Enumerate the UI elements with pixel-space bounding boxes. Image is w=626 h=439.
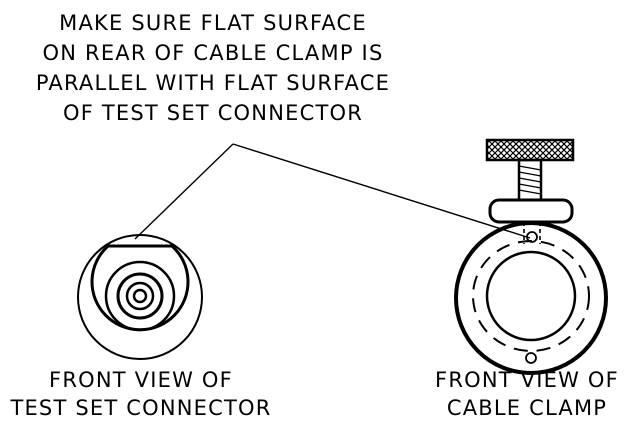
leader-line-left: [134, 143, 234, 240]
callout-line-4: OF TEST SET CONNECTOR: [62, 101, 363, 125]
caption-cable-clamp: FRONT VIEW OF CABLE CLAMP: [428, 366, 626, 422]
caption-right-line-1: FRONT VIEW OF: [435, 368, 619, 392]
connector-inner-ring-3: [125, 281, 155, 311]
clamp-body-outer: [454, 221, 608, 375]
clamp-top-screw-hole: [526, 231, 538, 243]
connector-center-pin: [132, 288, 148, 304]
caption-right-line-2: CABLE CLAMP: [446, 396, 608, 420]
callout-line-3: PARALLEL WITH FLAT SURFACE: [35, 71, 391, 95]
callout-note: MAKE SURE FLAT SURFACE ON REAR OF CABLE …: [13, 8, 413, 128]
caption-left-line-2: TEST SET CONNECTOR: [10, 396, 272, 420]
clamp-top-block: [488, 198, 574, 224]
connector-inner-ring-1: [104, 260, 176, 332]
caption-left-line-1: FRONT VIEW OF: [49, 368, 233, 392]
callout-line-1: MAKE SURE FLAT SURFACE: [59, 11, 367, 35]
clamp-top-screw-dashes: [523, 222, 541, 244]
leader-line-right: [232, 143, 531, 239]
caption-test-set-connector: FRONT VIEW OF TEST SET CONNECTOR: [0, 366, 282, 422]
test-set-connector: [77, 234, 203, 360]
clamp-screw-threads: [518, 165, 542, 195]
connector-inner-ring-2: [116, 272, 164, 320]
connector-outer-ring: [77, 234, 203, 360]
leader-lines: [134, 143, 531, 240]
cable-clamp: [454, 138, 608, 375]
clamp-bore: [485, 250, 577, 342]
clamp-knurled-knob: [485, 138, 575, 162]
clamp-dashed-outline: [472, 240, 590, 352]
callout-line-2: ON REAR OF CABLE CLAMP IS: [42, 41, 384, 65]
clamp-bottom-screw-hole: [525, 352, 537, 364]
